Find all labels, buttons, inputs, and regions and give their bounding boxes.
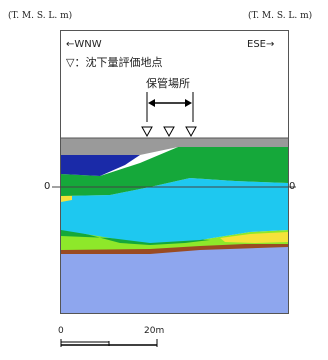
layer-green-upper — [61, 147, 288, 196]
storage-arrow-right-head — [185, 99, 192, 107]
layer-cyan — [61, 178, 288, 243]
legend-triangle-icon: ▽ — [66, 56, 75, 69]
settlement-point-triangle-2 — [163, 126, 175, 138]
zero-label-left: 0 — [44, 181, 51, 192]
scale-label-start: 0 — [58, 326, 64, 336]
scale-label-end: 20m — [144, 326, 165, 336]
storage-arrow-left-head — [148, 99, 155, 107]
legend: ▽：沈下量評価地点 — [66, 57, 162, 68]
layer-lavender — [61, 246, 288, 313]
layer-brown — [61, 243, 288, 254]
left-unit-label: (T. M. S. L. m) — [8, 11, 73, 21]
layer-dark-blue — [61, 155, 140, 176]
right-unit-label: (T. M. S. L. m) — [248, 11, 313, 21]
layer-yellow-left — [61, 194, 72, 202]
settlement-point-triangle-1 — [141, 126, 153, 138]
legend-text: ：沈下量評価地点 — [74, 56, 163, 69]
direction-right-label: ESE→ — [247, 39, 275, 50]
layer-yellow — [220, 232, 288, 243]
layer-gray-top — [61, 138, 288, 155]
storage-location-label: 保管場所 — [146, 77, 190, 90]
direction-left-label: ←WNW — [66, 39, 102, 50]
settlement-point-triangle-3 — [185, 126, 197, 138]
zero-label-right: 0 — [289, 181, 296, 192]
section-frame — [60, 30, 289, 314]
